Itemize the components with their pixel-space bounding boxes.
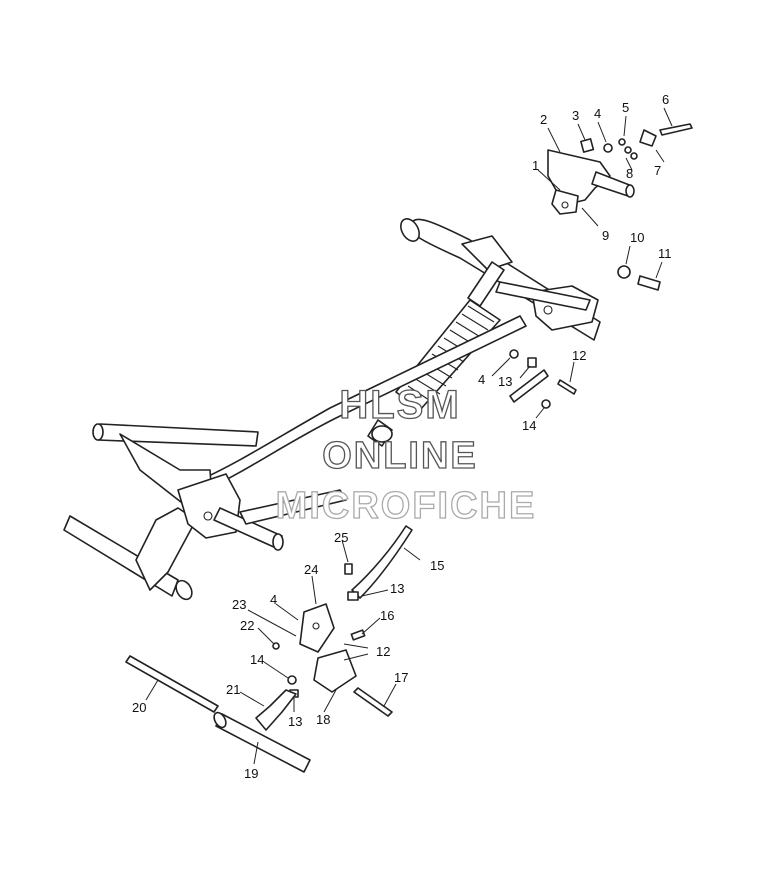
part-13-bushing [347, 591, 359, 601]
upper-tube-end [625, 184, 635, 198]
shock-bushing [371, 425, 393, 443]
part-4-nut-mid [509, 349, 519, 359]
part-7-clip [639, 129, 657, 147]
pivot-hole-b [543, 305, 553, 315]
lower-cross-tube-end [272, 533, 284, 551]
part-13-spacer-mid [527, 357, 537, 368]
rail-bracket [461, 235, 513, 271]
link-rod [509, 369, 549, 403]
callout-15: 15 [430, 558, 444, 573]
bracket-hole [561, 201, 569, 209]
callout-4-mid: 4 [478, 372, 485, 387]
callout-25: 25 [334, 530, 348, 545]
callout-6: 6 [662, 92, 669, 107]
part-8-washer-b [630, 152, 638, 160]
callout-23: 23 [232, 597, 246, 612]
callout-21: 21 [226, 682, 240, 697]
part-12-bolt [557, 379, 577, 395]
part-16-pin [350, 629, 366, 641]
watermark: HLSM ONLINE MICROFICHE [275, 382, 537, 527]
upper-bracket-assembly [547, 123, 693, 215]
main-rail [400, 218, 601, 341]
callout-12-mid: 12 [572, 348, 586, 363]
part-10-washer [617, 265, 631, 279]
pivot-bolt [203, 511, 213, 521]
callout-9: 9 [602, 228, 609, 243]
callout-22: 22 [240, 618, 254, 633]
mid-right-parts [509, 265, 661, 409]
part-4-nut [603, 143, 613, 153]
part-11-bushing [637, 275, 661, 291]
part-24-plate [299, 603, 335, 653]
callout-10: 10 [630, 230, 644, 245]
plate-hole [312, 622, 320, 630]
part-18-bracket [313, 649, 357, 693]
callout-5: 5 [622, 100, 629, 115]
rail-tube-end [400, 218, 420, 242]
cross-shaft [495, 281, 591, 311]
callout-14-mid: 14 [522, 418, 536, 433]
linkage-rod [199, 315, 527, 491]
callout-4: 4 [594, 106, 601, 121]
callout-3: 3 [572, 108, 579, 123]
part-21-arm [255, 689, 297, 731]
part-17-bolt [353, 687, 393, 717]
callout-2: 2 [540, 112, 547, 127]
callout-17: 17 [394, 670, 408, 685]
callout-13-bottom: 13 [288, 714, 302, 729]
part-6-bolt [659, 123, 693, 136]
leader-lines [145, 107, 673, 765]
part-8-washer [624, 146, 632, 154]
callout-24: 24 [304, 562, 318, 577]
part-5-washer [618, 138, 626, 146]
callout-labels: 1 2 3 4 5 6 7 8 9 10 11 4 13 12 14 25 15… [132, 92, 672, 781]
callout-11: 11 [658, 246, 672, 261]
callout-8: 8 [626, 166, 633, 181]
watermark-line-1: HLSM [339, 383, 460, 427]
part-20-rod [125, 655, 219, 713]
part-22-washer [272, 642, 280, 650]
watermark-line-2: ONLINE [322, 435, 478, 477]
callout-16: 16 [380, 608, 394, 623]
callout-20: 20 [132, 700, 146, 715]
part-19-tube-end [213, 711, 227, 729]
callout-13-mid: 13 [498, 374, 512, 389]
callout-7: 7 [654, 163, 661, 178]
lower-assembly [63, 473, 347, 601]
callout-19: 19 [244, 766, 258, 781]
part-15-rod [351, 525, 413, 599]
callout-1: 1 [532, 158, 539, 173]
callout-18: 18 [316, 712, 330, 727]
rear-tube-end [92, 423, 104, 441]
part-14-nut [287, 675, 297, 685]
lower-left-tube-end [175, 579, 193, 601]
part-14-nut-mid [541, 399, 551, 409]
watermark-line-3: MICROFICHE [276, 485, 537, 527]
part-25-nut [344, 563, 353, 575]
shock-upper-rod [467, 261, 505, 307]
callout-4-low: 4 [270, 592, 277, 607]
callout-14-low: 14 [250, 652, 264, 667]
callout-12-low: 12 [376, 644, 390, 659]
callout-13-low: 13 [390, 581, 404, 596]
lower-rail [239, 489, 347, 525]
lower-exploded-parts [125, 525, 413, 773]
part-3-bushing [580, 138, 595, 153]
